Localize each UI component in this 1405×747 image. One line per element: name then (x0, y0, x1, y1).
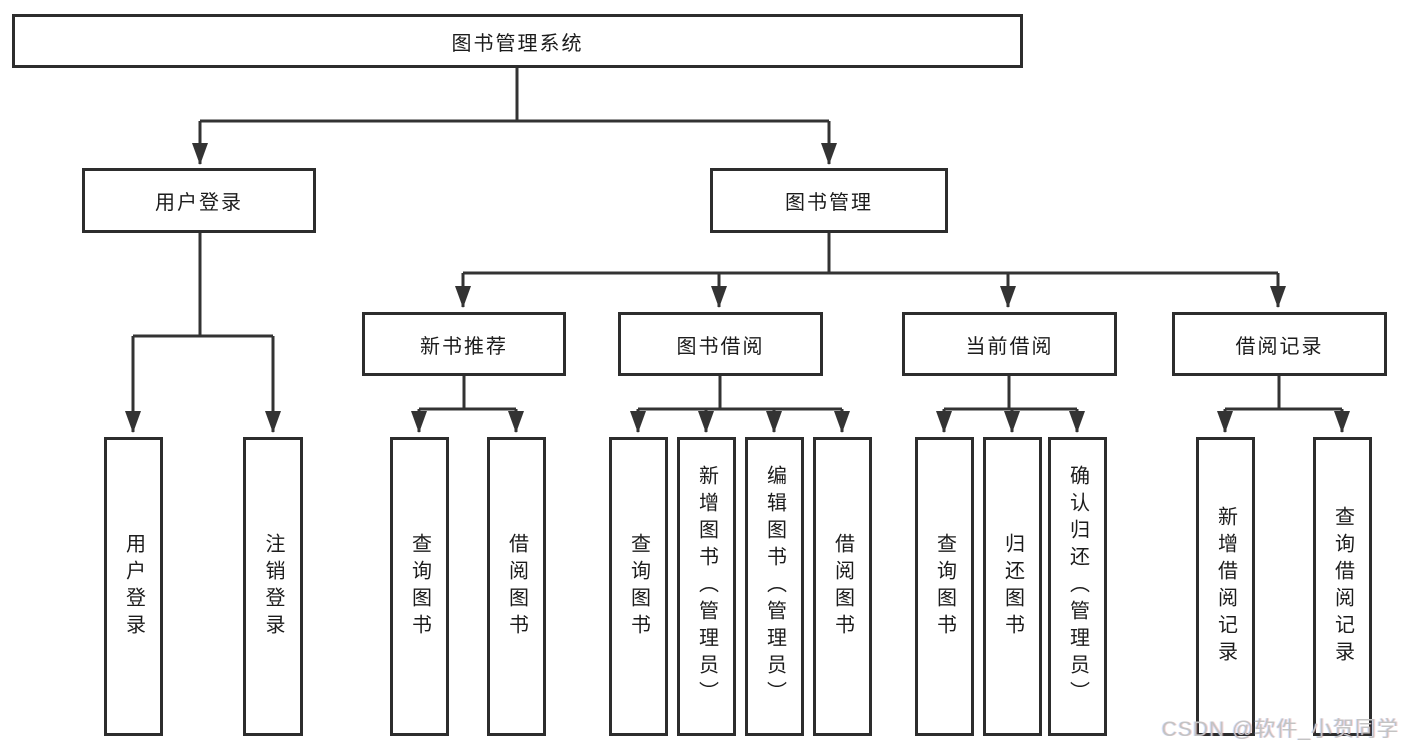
node-label: 借阅图书 (831, 532, 854, 641)
leaf-borrow-books-recommend: 借阅图书 (487, 437, 546, 736)
leaf-edit-books-admin: 编辑图书（管理员） (745, 437, 804, 736)
leaf-query-borrow-record: 查询借阅记录 (1313, 437, 1372, 736)
node-label: 归还图书 (1001, 532, 1024, 641)
leaf-query-books-current: 查询图书 (915, 437, 974, 736)
node-label: 查询图书 (627, 532, 650, 641)
node-borrowing-records: 借阅记录 (1172, 312, 1387, 376)
leaf-query-books-borrowing: 查询图书 (609, 437, 668, 736)
node-label: 图书借阅 (676, 335, 765, 358)
leaf-return-books: 归还图书 (983, 437, 1042, 736)
leaf-borrow-books-borrowing: 借阅图书 (813, 437, 872, 736)
node-label: 用户登录 (155, 192, 243, 214)
leaf-logout-login: 注销登录 (243, 437, 303, 736)
node-book-borrowing: 图书借阅 (618, 312, 823, 376)
node-label: 查询借阅记录 (1331, 505, 1354, 668)
node-root: 图书管理系统 (12, 14, 1023, 68)
node-label: 注销登录 (262, 532, 284, 641)
node-label: 新书推荐 (420, 335, 508, 358)
node-label: 图书管理 (785, 192, 873, 214)
node-label: 图书管理系统 (451, 32, 584, 55)
node-label: 编辑图书（管理员） (763, 465, 786, 708)
node-label: 借阅记录 (1235, 335, 1324, 358)
node-new-book-recommendation: 新书推荐 (362, 312, 566, 376)
node-label: 确认归还（管理员） (1066, 465, 1089, 708)
node-label: 查询图书 (408, 532, 431, 641)
leaf-add-borrow-record: 新增借阅记录 (1196, 437, 1255, 736)
leaf-add-books-admin: 新增图书（管理员） (677, 437, 736, 736)
node-label: 查询图书 (933, 532, 956, 641)
csdn-watermark: CSDN @软件_小贺同学 (1161, 718, 1399, 741)
node-label: 当前借阅 (965, 335, 1054, 358)
node-user-login: 用户登录 (82, 168, 316, 233)
leaf-query-books-recommend: 查询图书 (390, 437, 449, 736)
node-label: 借阅图书 (505, 532, 528, 641)
node-label: 新增图书（管理员） (695, 465, 718, 708)
node-book-management: 图书管理 (710, 168, 948, 233)
node-current-borrowing: 当前借阅 (902, 312, 1117, 376)
leaf-user-login: 用户登录 (104, 437, 163, 736)
node-label: 用户登录 (122, 532, 145, 641)
node-label: 新增借阅记录 (1214, 505, 1237, 668)
leaf-confirm-return-admin: 确认归还（管理员） (1048, 437, 1107, 736)
